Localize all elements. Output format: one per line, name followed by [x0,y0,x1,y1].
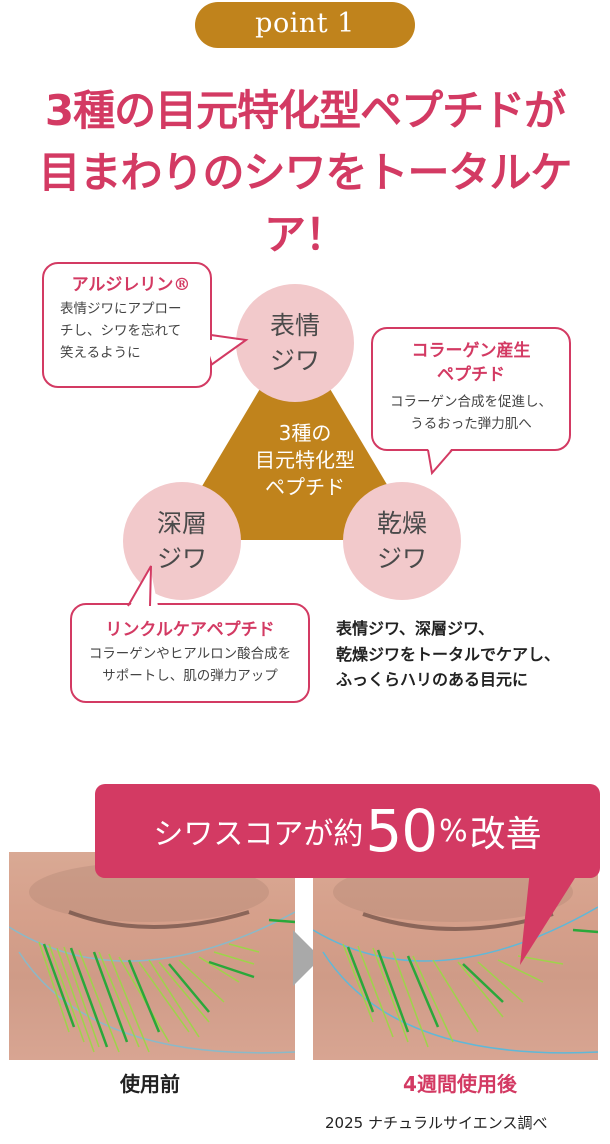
source-note: 2025 ナチュラルサイエンス調べ [325,1114,548,1132]
summary-text: 表情ジワ、深層ジワ、 乾燥ジワをトータルでケアし、 ふっくらハリのある目元に [336,616,606,693]
bubble-collagen-peptide: コラーゲン産生 ペプチド コラーゲン合成を促進し、 うるおった弾力肌へ [371,327,571,451]
circle-label: 深層 [156,509,207,538]
before-label: 使用前 [120,1072,180,1096]
bubble-body-line: コラーゲン合成を促進し、 [390,394,552,410]
bubble-body-line: 笑えるように [60,345,141,361]
bubble-title: リンクルケアペプチド [105,620,275,640]
bubble-body: コラーゲンやヒアルロン酸合成を サポートし、肌の弾力アップ [72,643,308,687]
circle-expression-wrinkles: 表情 ジワ [236,284,354,402]
center-label-line-2: 目元特化型 [255,448,355,472]
circle-label: ジワ [269,346,320,375]
circle-label: ジワ [156,544,207,573]
headline: 3種の目元特化型ペプチドが 目まわりのシワをトータルケア！ [0,80,610,266]
center-label: 3種の 目元特化型 ペプチド [205,420,405,501]
bubble-body: コラーゲン合成を促進し、 うるおった弾力肌へ [373,391,569,435]
before-photo [9,852,295,1060]
bubble-title: アルジレリン® [71,275,191,295]
circle-label: ジワ [376,544,427,573]
summary-line: ふっくらハリのある目元に [336,670,529,689]
callout-percent: % [439,813,468,849]
callout-tail [520,870,580,965]
callout-suffix: 改善 [469,814,542,855]
bubble-body-line: サポートし、肌の弾力アップ [102,668,278,684]
bubble-title: コラーゲン産生 [411,341,531,361]
bubble-argireline: アルジレリン® 表情ジワにアプロー チし、シワを忘れて 笑えるように [42,262,212,388]
callout-number: 50 [365,797,438,865]
callout-prefix: シワスコアが約 [153,817,364,852]
circle-label: 表情 [269,311,320,340]
bubble-title: ペプチド [437,365,505,385]
point-badge: point 1 [195,2,415,48]
summary-line: 表情ジワ、深層ジワ、 [336,619,495,638]
circle-label: 乾燥 [376,509,427,538]
center-label-line-3: ペプチド [265,475,345,499]
headline-line-1: 3種の目元特化型ペプチドが [44,86,566,135]
center-label-line-1: 3種の [278,421,332,445]
bubble-body-line: コラーゲンやヒアルロン酸合成を [88,646,292,662]
bubble-body: 表情ジワにアプロー チし、シワを忘れて 笑えるように [60,298,202,364]
circle-dry-wrinkles: 乾燥 ジワ [343,482,461,600]
after-label: 4週間使用後 [403,1072,517,1096]
bubble-body-line: チし、シワを忘れて [60,323,182,339]
bubble-body-line: うるおった弾力肌へ [410,416,532,432]
bubble-body-line: 表情ジワにアプロー [60,301,182,317]
center-triangle [170,330,420,540]
wrinkle-score-callout: シワスコアが約 50 % 改善 [95,784,600,878]
bubble-wrinkle-care-peptide: リンクルケアペプチド コラーゲンやヒアルロン酸合成を サポートし、肌の弾力アップ [70,603,310,703]
headline-line-2: 目まわりのシワをトータルケア！ [38,148,572,259]
summary-line: 乾燥ジワをトータルでケアし、 [336,644,561,664]
